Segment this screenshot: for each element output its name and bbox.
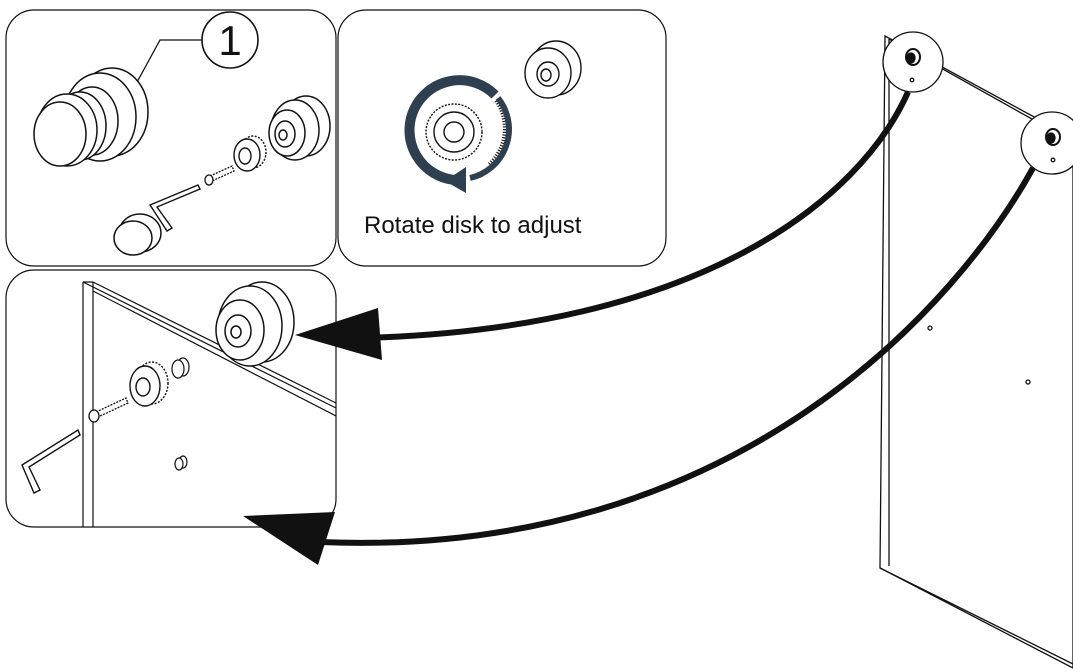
curved-arrow-upper xyxy=(295,90,911,360)
caption-rotate: Rotate disk to adjust xyxy=(364,212,582,239)
door-panel-icon xyxy=(879,31,1073,669)
panel-border xyxy=(337,9,667,267)
panel-rotate-disk: Rotate disk to adjust xyxy=(337,9,667,267)
panel-mounting xyxy=(5,269,337,528)
callout-1: 1 xyxy=(129,11,259,96)
arrowhead-lower xyxy=(243,512,335,565)
detail-circle-top xyxy=(882,31,944,93)
curved-arrow-lower xyxy=(243,166,1036,565)
cap-icon xyxy=(113,213,162,256)
roller-wheel-icon xyxy=(215,281,295,367)
disk-part-icon xyxy=(524,40,582,99)
detail-circle-bottom xyxy=(1020,111,1073,175)
screw-icon xyxy=(204,165,235,186)
threaded-disk-icon xyxy=(233,135,267,172)
small-roller-wheel-icon xyxy=(268,95,331,161)
panel-parts-exploded: 1 xyxy=(5,9,337,267)
allen-key-icon xyxy=(148,184,201,232)
panel-border xyxy=(5,269,337,528)
glass-hole xyxy=(174,455,188,471)
arrowhead-upper xyxy=(295,308,382,360)
screw-icon xyxy=(88,397,129,423)
leader-line xyxy=(129,39,202,96)
threaded-disk-icon xyxy=(129,361,169,407)
panel-border xyxy=(5,9,337,267)
allen-key-icon xyxy=(21,428,81,494)
glass-hole xyxy=(171,357,190,379)
callout-number: 1 xyxy=(218,17,241,64)
rotation-arrow-icon xyxy=(404,75,512,193)
disk-front-icon xyxy=(425,103,483,161)
roller-wheel-icon xyxy=(33,67,149,167)
glass-panel-edge xyxy=(82,281,336,527)
